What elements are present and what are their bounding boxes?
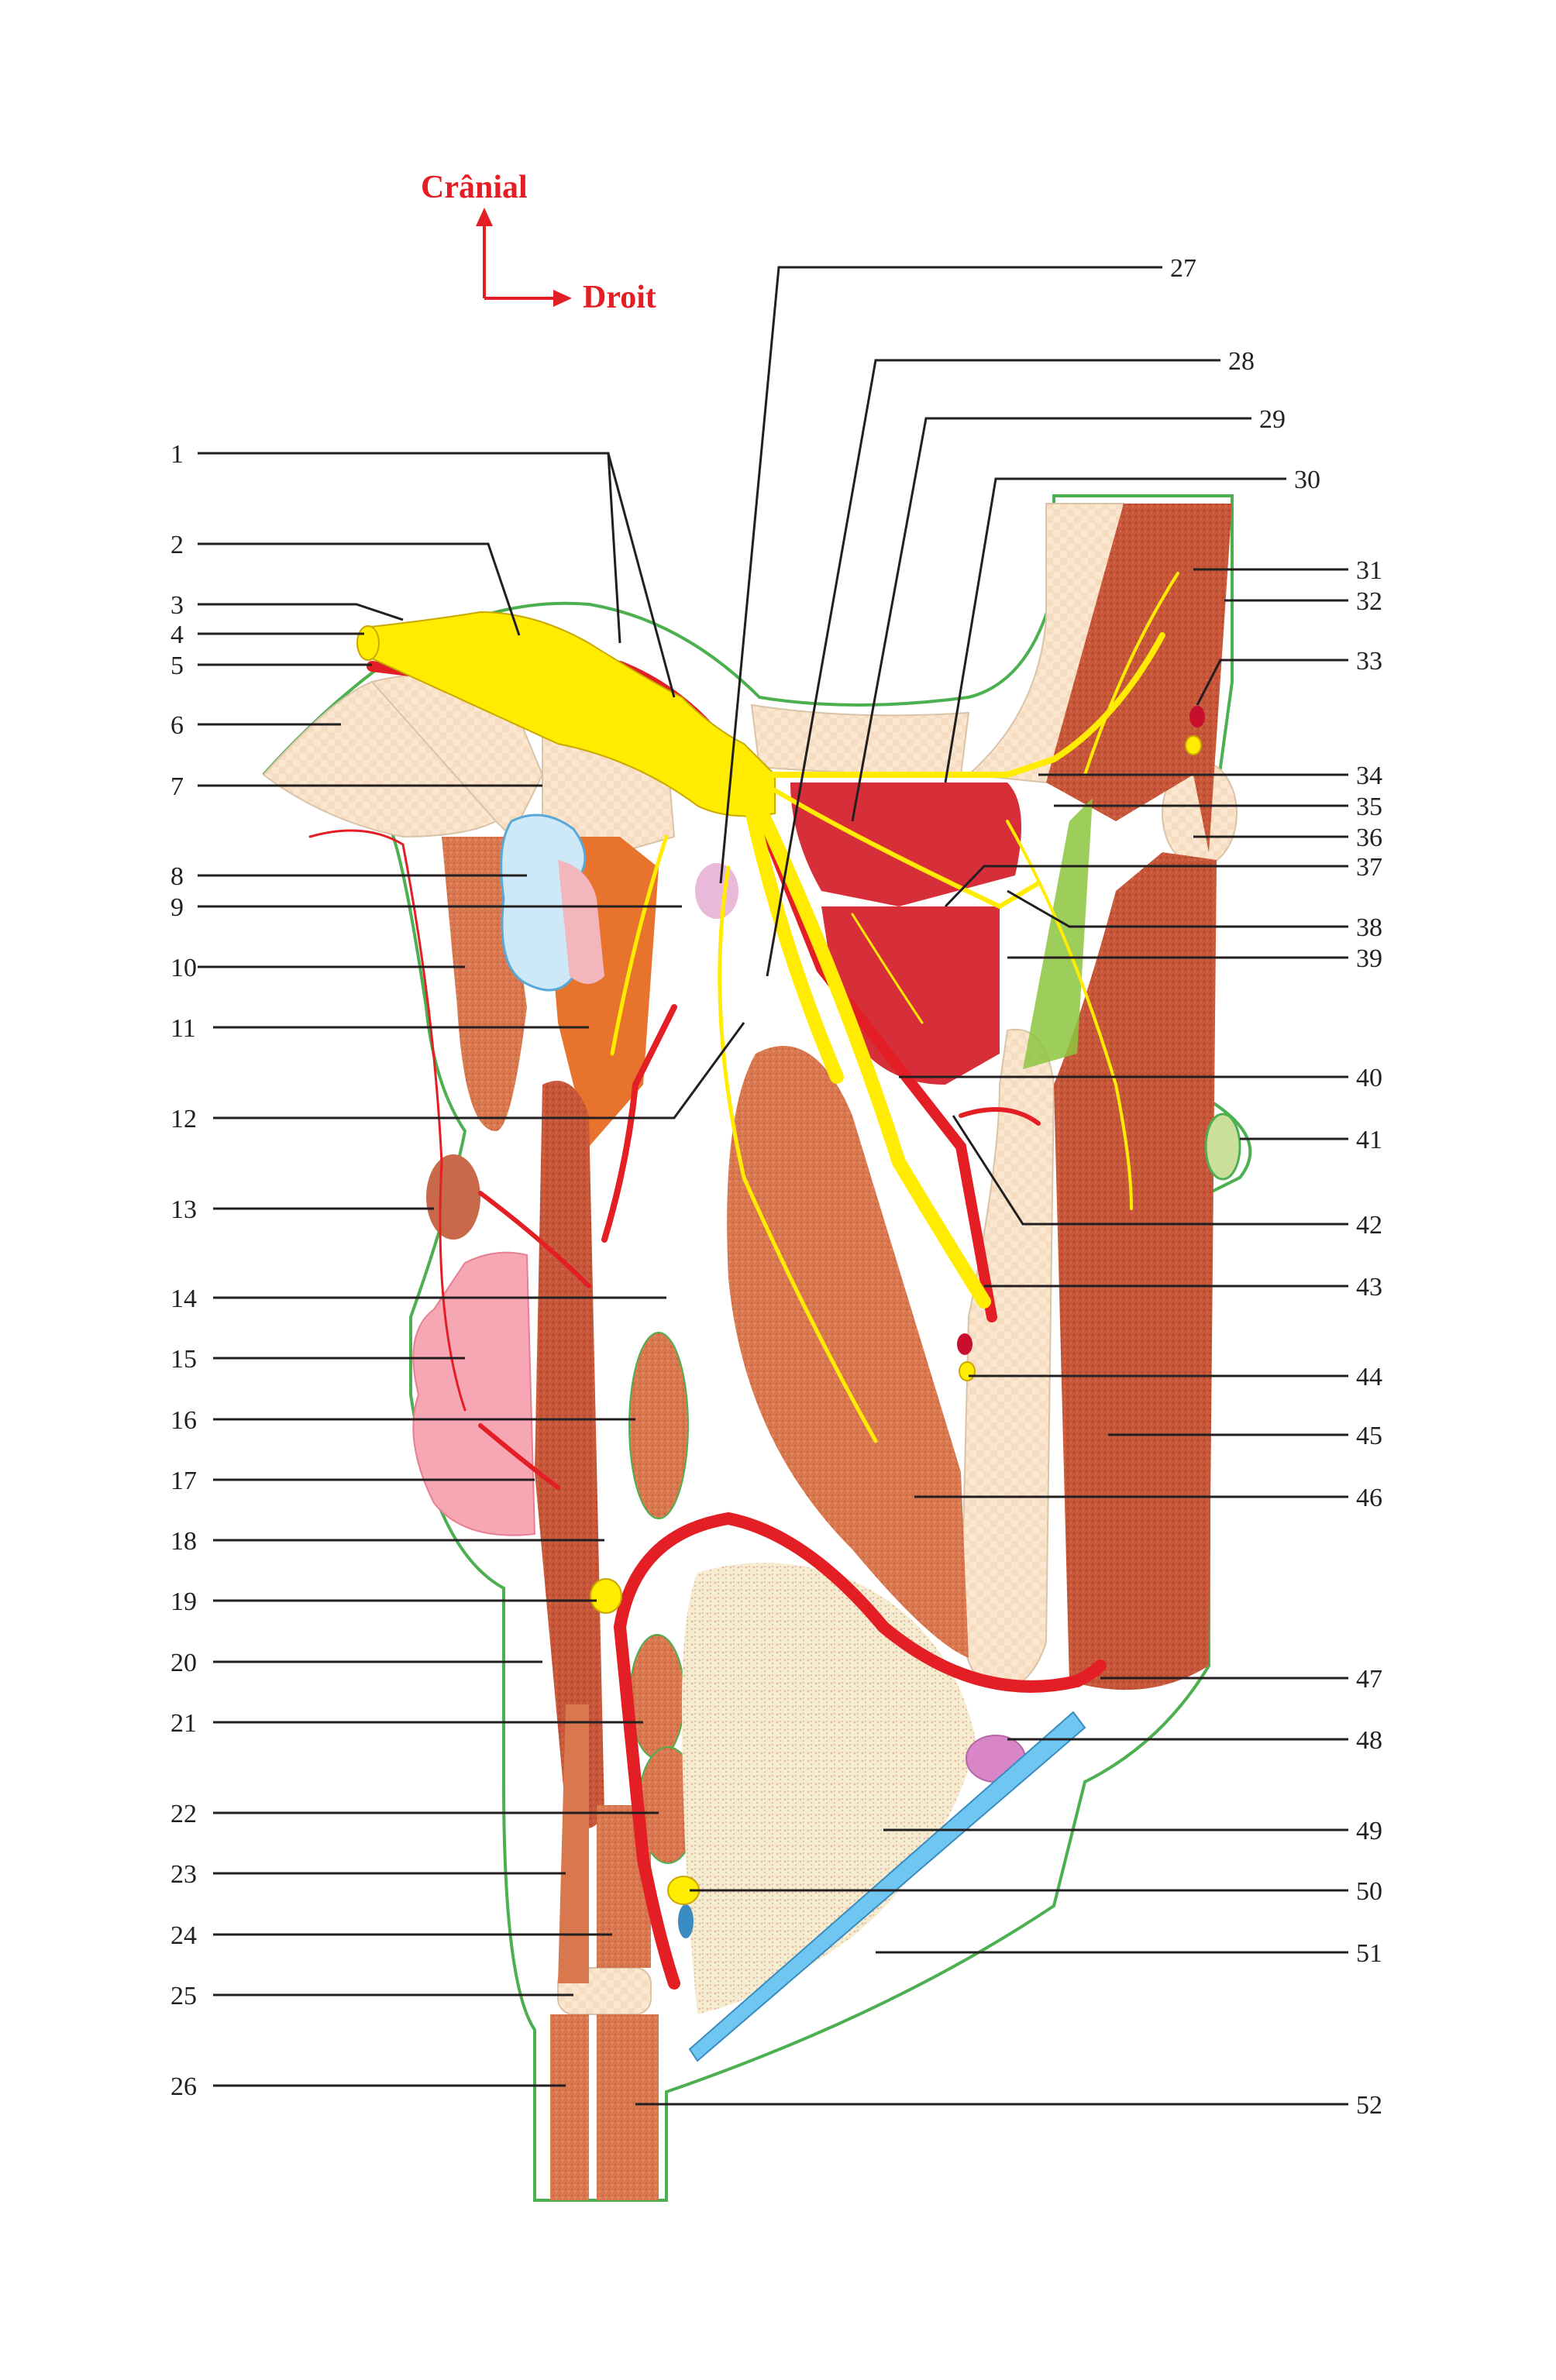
label-16: 16 [170, 1406, 197, 1435]
label-28: 28 [1228, 347, 1255, 376]
label-48: 48 [1356, 1726, 1382, 1755]
label-12: 12 [170, 1105, 197, 1133]
muscle-26 [550, 2014, 589, 2200]
label-30: 30 [1294, 466, 1320, 494]
nerve-cut-4 [357, 626, 379, 660]
label-11: 11 [170, 1014, 196, 1043]
label-33: 33 [1356, 647, 1382, 676]
label-13: 13 [170, 1195, 197, 1224]
label-47: 47 [1356, 1665, 1382, 1694]
label-9: 9 [170, 893, 184, 922]
label-18: 18 [170, 1527, 197, 1556]
label-26: 26 [170, 2072, 197, 2101]
label-46: 46 [1356, 1484, 1382, 1512]
label-51: 51 [1356, 1939, 1382, 1968]
label-29: 29 [1259, 405, 1286, 434]
label-40: 40 [1356, 1064, 1382, 1092]
muscle-13 [426, 1154, 480, 1240]
left-number-labels: 1 2 3 4 5 6 7 8 9 10 11 12 13 14 15 16 1… [170, 440, 197, 2101]
nerve-dot-33 [1186, 736, 1201, 755]
label-4: 4 [170, 621, 184, 649]
label-39: 39 [1356, 944, 1382, 973]
label-20: 20 [170, 1649, 197, 1677]
label-2: 2 [170, 531, 184, 559]
label-45: 45 [1356, 1422, 1382, 1450]
vein-small [678, 1904, 694, 1938]
label-37: 37 [1356, 853, 1382, 882]
label-25: 25 [170, 1982, 197, 2010]
label-19: 19 [170, 1587, 197, 1616]
label-22: 22 [170, 1800, 197, 1828]
node-41 [1206, 1114, 1240, 1179]
label-3: 3 [170, 591, 184, 620]
right-arrow-head-icon [553, 290, 572, 307]
nerve-dot-19 [590, 1579, 621, 1613]
gland-15 [413, 1253, 535, 1536]
muscle-52 [597, 2014, 659, 2200]
label-1: 1 [170, 440, 184, 469]
label-44: 44 [1356, 1363, 1382, 1391]
label-38: 38 [1356, 913, 1382, 942]
bone-right-plate [752, 705, 969, 775]
label-52: 52 [1356, 2091, 1382, 2120]
label-6: 6 [170, 711, 184, 740]
label-8: 8 [170, 862, 184, 891]
label-24: 24 [170, 1921, 197, 1950]
cranial-label: Crânial [421, 170, 528, 205]
leader-3 [198, 604, 403, 620]
label-34: 34 [1356, 762, 1382, 790]
label-15: 15 [170, 1345, 197, 1374]
label-50: 50 [1356, 1877, 1382, 1906]
label-31: 31 [1356, 556, 1382, 585]
label-27: 27 [1170, 254, 1196, 283]
label-41: 41 [1356, 1126, 1382, 1154]
label-7: 7 [170, 772, 184, 801]
artery-dot-33 [1189, 706, 1205, 727]
cranial-arrow-head-icon [476, 208, 493, 226]
label-14: 14 [170, 1285, 197, 1313]
label-17: 17 [170, 1467, 197, 1495]
bone-long-styloid [961, 1030, 1054, 1689]
muscle-29 [790, 782, 1021, 906]
label-32: 32 [1356, 587, 1382, 616]
leader-1 [198, 453, 620, 643]
label-36: 36 [1356, 824, 1382, 852]
label-43: 43 [1356, 1273, 1382, 1302]
nerve-dot-44 [959, 1362, 975, 1381]
label-42: 42 [1356, 1211, 1382, 1240]
orientation-indicator: Crânial Droit [421, 170, 656, 315]
label-21: 21 [170, 1709, 197, 1738]
label-23: 23 [170, 1860, 197, 1889]
label-35: 35 [1356, 793, 1382, 821]
node-pink-small [695, 863, 738, 919]
label-49: 49 [1356, 1817, 1382, 1845]
muscle-21 [630, 1635, 684, 1759]
right-label: Droit [583, 280, 656, 315]
label-5: 5 [170, 652, 184, 680]
muscle-16 [629, 1333, 688, 1518]
artery-dot-44 [957, 1333, 972, 1355]
label-10: 10 [170, 954, 197, 982]
